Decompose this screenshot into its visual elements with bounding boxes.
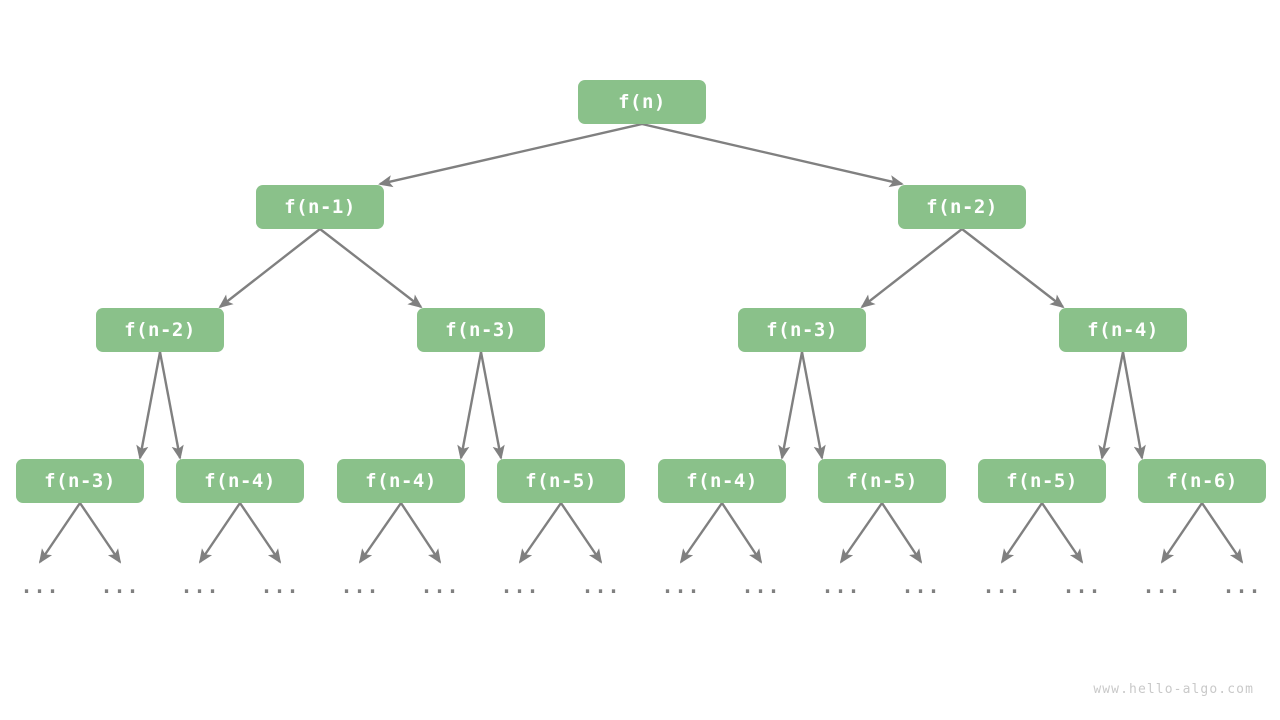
edge-n8-to-ellipsis-3 xyxy=(239,502,282,564)
ellipsis-9: ... xyxy=(741,574,781,598)
edge-n11-to-ellipsis-9 xyxy=(720,502,763,564)
ellipsis-1: ... xyxy=(100,574,140,598)
edge-n4-to-n9 xyxy=(457,351,483,460)
ellipsis-10: ... xyxy=(821,574,861,598)
tree-node-n2: f(n-2) xyxy=(898,185,1026,229)
edge-n9-to-ellipsis-5 xyxy=(399,502,442,564)
watermark: www.hello-algo.com xyxy=(1093,682,1254,697)
edge-n13-to-ellipsis-13 xyxy=(1041,502,1084,564)
edge-n6-to-n13 xyxy=(1098,351,1125,460)
edge-n0-to-n1 xyxy=(378,122,643,188)
edge-n10-to-ellipsis-6 xyxy=(518,502,562,564)
edge-n7-to-ellipsis-1 xyxy=(79,502,122,564)
edge-n10-to-ellipsis-7 xyxy=(560,502,603,564)
ellipsis-13: ... xyxy=(1062,574,1102,598)
edge-n13-to-ellipsis-12 xyxy=(1000,502,1043,564)
edge-n7-to-ellipsis-0 xyxy=(38,502,81,564)
edge-n3-to-n8 xyxy=(158,351,184,460)
tree-node-n7: f(n-3) xyxy=(16,459,144,503)
ellipsis-5: ... xyxy=(420,574,460,598)
edge-n11-to-ellipsis-8 xyxy=(679,502,723,564)
tree-node-n6: f(n-4) xyxy=(1059,308,1187,352)
edge-n4-to-n10 xyxy=(479,351,505,460)
edge-n9-to-ellipsis-4 xyxy=(358,502,402,564)
edge-n6-to-n14 xyxy=(1121,351,1146,460)
tree-node-n3: f(n-2) xyxy=(96,308,224,352)
edge-n8-to-ellipsis-2 xyxy=(198,502,241,564)
edge-n14-to-ellipsis-14 xyxy=(1160,502,1203,564)
tree-node-n11: f(n-4) xyxy=(658,459,786,503)
edge-n3-to-n7 xyxy=(136,351,162,460)
tree-node-n10: f(n-5) xyxy=(497,459,625,503)
edge-n12-to-ellipsis-10 xyxy=(839,502,883,564)
ellipsis-12: ... xyxy=(982,574,1022,598)
edge-n5-to-n11 xyxy=(778,351,804,460)
ellipsis-2: ... xyxy=(180,574,220,598)
tree-node-n5: f(n-3) xyxy=(738,308,866,352)
tree-node-n9: f(n-4) xyxy=(337,459,465,503)
tree-node-n4: f(n-3) xyxy=(417,308,545,352)
edge-n5-to-n12 xyxy=(800,351,826,460)
edge-n14-to-ellipsis-15 xyxy=(1201,502,1244,564)
edge-n2-to-n6 xyxy=(961,228,1065,309)
tree-node-n8: f(n-4) xyxy=(176,459,304,503)
ellipsis-7: ... xyxy=(581,574,621,598)
tree-node-n12: f(n-5) xyxy=(818,459,946,503)
ellipsis-11: ... xyxy=(901,574,941,598)
tree-node-n13: f(n-5) xyxy=(978,459,1106,503)
ellipsis-0: ... xyxy=(20,574,60,598)
tree-node-n0: f(n) xyxy=(578,80,706,124)
ellipsis-6: ... xyxy=(500,574,540,598)
ellipsis-8: ... xyxy=(661,574,701,598)
ellipsis-4: ... xyxy=(340,574,380,598)
edge-n1-to-n3 xyxy=(218,228,321,309)
edge-n2-to-n5 xyxy=(860,228,963,309)
tree-node-n14: f(n-6) xyxy=(1138,459,1266,503)
edge-n1-to-n4 xyxy=(319,228,423,309)
edge-n0-to-n2 xyxy=(641,122,904,188)
ellipsis-15: ... xyxy=(1222,574,1262,598)
ellipsis-3: ... xyxy=(260,574,300,598)
tree-node-n1: f(n-1) xyxy=(256,185,384,229)
edge-n12-to-ellipsis-11 xyxy=(880,502,923,564)
ellipsis-14: ... xyxy=(1142,574,1182,598)
